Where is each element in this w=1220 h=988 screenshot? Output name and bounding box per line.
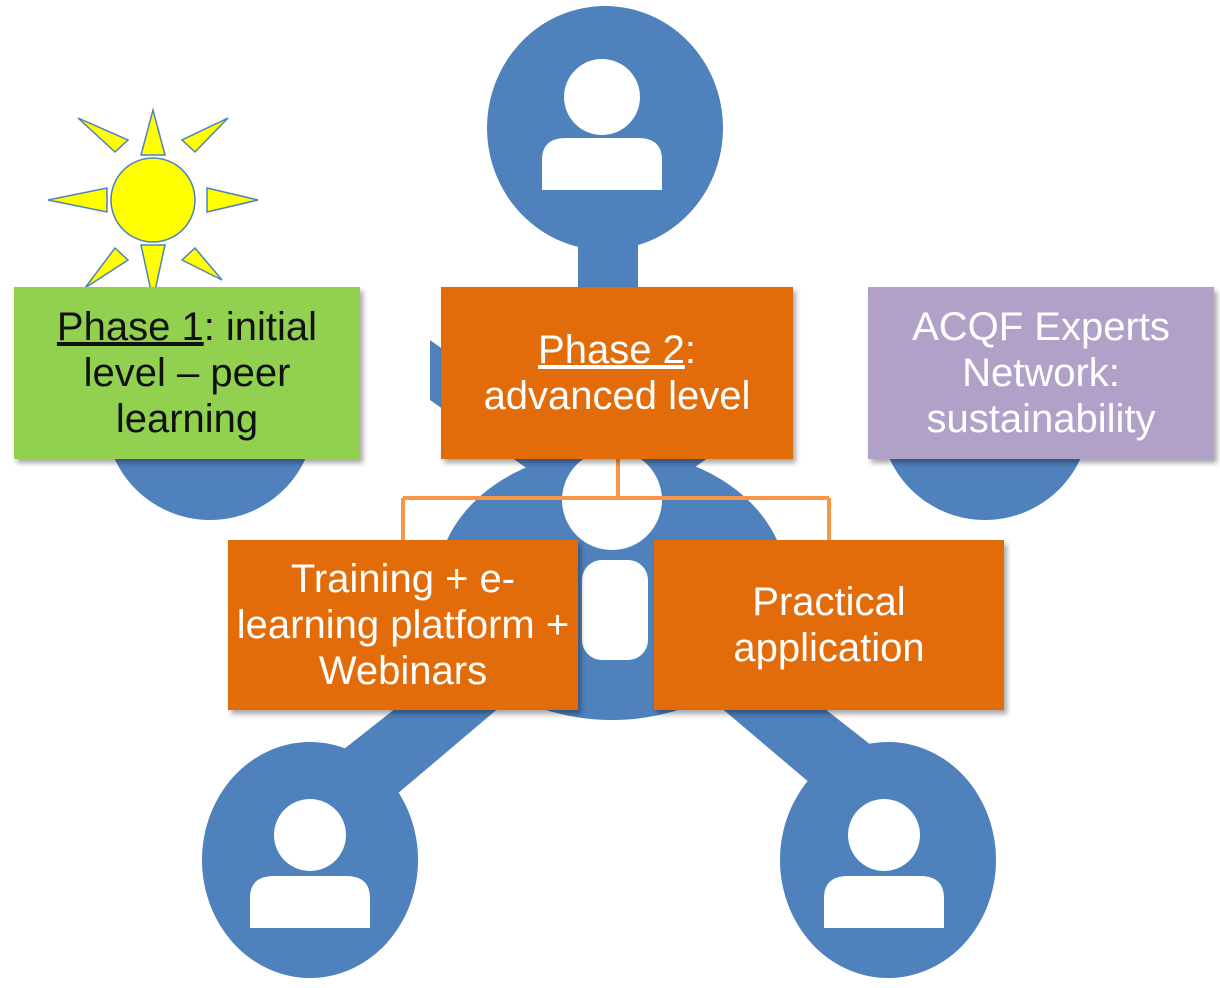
- acqf-network-text: ACQF Experts Network: sustainability: [912, 305, 1170, 441]
- practical-application-text: Practical application: [733, 580, 925, 670]
- sun-icon: [47, 107, 259, 301]
- node-bottom-left: [202, 742, 418, 978]
- practical-application-box: Practical application: [654, 540, 1004, 710]
- person-icon: [824, 799, 944, 928]
- phase1-description: : initial level – peer learning: [83, 305, 318, 441]
- phase2-connector: [401, 459, 831, 540]
- person-icon: [542, 59, 662, 190]
- training-box: Training + e-learning platform + Webinar…: [228, 540, 578, 710]
- phase2-box: Phase 2: advanced level: [441, 287, 793, 459]
- phase2-text: Phase 2: advanced level: [441, 327, 793, 419]
- phase2-title: Phase 2: [538, 328, 685, 372]
- training-text: Training + e-learning platform + Webinar…: [236, 557, 570, 693]
- phase1-text: Phase 1: initial level – peer learning: [14, 304, 360, 442]
- phase1-box: Phase 1: initial level – peer learning: [14, 287, 360, 459]
- person-icon: [250, 799, 370, 928]
- acqf-network-box: ACQF Experts Network: sustainability: [868, 287, 1214, 459]
- phase1-title: Phase 1: [56, 305, 204, 349]
- node-bottom-right: [780, 742, 996, 978]
- node-top: [487, 6, 723, 250]
- hub-body: [582, 560, 648, 660]
- phase2-description: : advanced level: [483, 328, 751, 418]
